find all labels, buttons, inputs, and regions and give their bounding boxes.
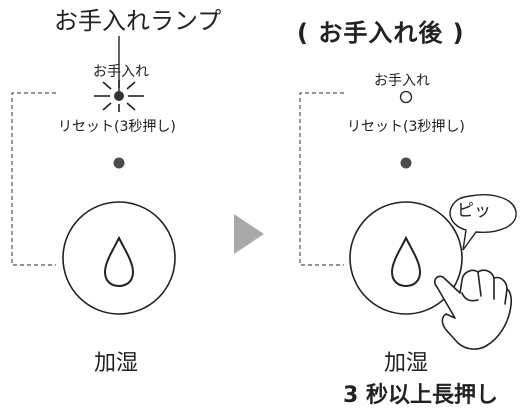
pointing-hand-icon xyxy=(434,269,513,350)
water-drop-icon xyxy=(103,235,135,288)
dashed-bracket xyxy=(299,92,344,266)
humidify-button[interactable] xyxy=(62,201,176,315)
after-title: ( お手入れ後 ) xyxy=(297,19,465,47)
lamp-lit-icon xyxy=(94,80,144,112)
reset-label: リセット(3秒押し) xyxy=(347,119,465,135)
lamp-title: お手入れランプ xyxy=(54,7,222,35)
lamp-label: お手入れ xyxy=(93,64,149,80)
beep-text: ピッ xyxy=(457,201,491,221)
humidify-button[interactable] xyxy=(349,201,463,315)
indicator-dot xyxy=(113,157,125,169)
humidify-label: 加湿 xyxy=(384,351,429,376)
humidify-label: 加湿 xyxy=(94,351,139,376)
lamp-label: お手入れ xyxy=(374,73,430,89)
water-drop-icon xyxy=(390,235,422,288)
reset-label: リセット(3秒押し) xyxy=(58,119,176,135)
long-press-instruction: 3 秒以上長押し xyxy=(343,383,498,408)
speech-bubble xyxy=(449,194,517,251)
lamp-off-icon xyxy=(399,90,413,104)
right-triangle-arrow-icon xyxy=(234,214,264,254)
dashed-bracket xyxy=(11,92,56,266)
indicator-dot xyxy=(400,157,412,169)
